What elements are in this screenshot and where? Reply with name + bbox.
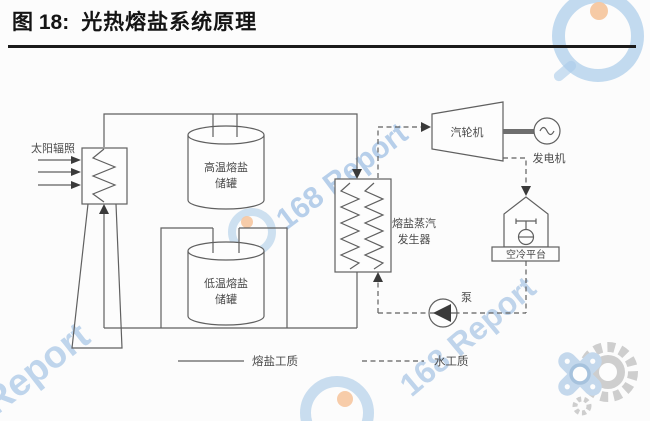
air-cooling-platform: 空冷平台 [491,196,560,262]
turbine-label: 汽轮机 [451,125,484,139]
generator-coil-icon [363,182,385,270]
shaft [503,129,534,134]
steam-generator-label-line1: 熔盐蒸汽 [392,216,436,230]
pump: 泵 [428,291,472,328]
solar-radiation-label: 太阳辐照 [31,141,75,155]
electric-generator: 发电机 [503,117,566,165]
figure-number: 图 18: [12,11,70,34]
hot-tank-label-line1: 高温熔盐 [204,160,248,174]
cold-tank-label-line1: 低温熔盐 [204,276,248,290]
hot-tank-label-line2: 储罐 [215,176,237,190]
water-steam-piping [373,122,531,314]
ac-wave-icon [539,126,555,136]
solar-tower [71,203,123,349]
air-cooling-label: 空冷平台 [506,248,546,261]
cold-salt-tank: 低温熔盐 储罐 [187,228,265,326]
figure-caption: 图 18: 光热熔盐系统原理 [12,6,257,36]
legend: 熔盐工质 水工质 [178,354,469,368]
legend-solid-label: 熔盐工质 [252,354,298,368]
generator-coil-icon [339,182,361,270]
fan-icon [515,218,537,246]
legend-dashed-label: 水工质 [434,355,469,368]
solar-radiation-arrows-icon [38,156,81,189]
pump-arrow-icon [433,304,451,322]
caption-underline [8,45,636,48]
page-title: 光热熔盐系统原理 [81,11,258,34]
steam-generator: 熔盐蒸汽 发生器 [334,178,436,273]
steam-turbine: 汽轮机 [431,101,504,162]
receiver-coil-icon [91,148,117,203]
cold-tank-label-line2: 储罐 [215,292,237,306]
molten-salt-piping [99,113,362,329]
solar-receiver [81,147,128,205]
generator-label: 发电机 [533,151,566,165]
hot-salt-tank: 高温熔盐 储罐 [187,114,265,210]
steam-generator-label-line2: 发生器 [398,232,431,246]
pump-label: 泵 [461,291,472,304]
